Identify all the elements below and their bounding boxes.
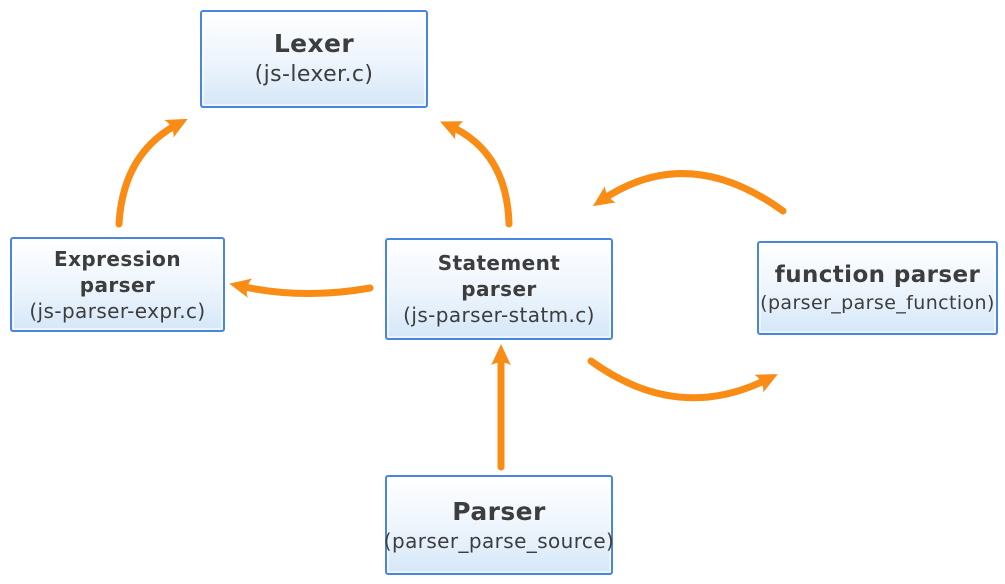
edge-statement-parser-to-lexer <box>440 121 513 228</box>
node-statement-parser-title-line2: parser <box>461 277 537 301</box>
edge-statement-parser-to-function-parser <box>587 357 778 402</box>
node-function-parser-title: function parser <box>774 261 981 288</box>
node-lexer-subtitle: (js-lexer.c) <box>254 61 374 87</box>
node-parser: Parser (parser_parse_source) <box>383 475 615 575</box>
node-expression-parser-subtitle: (js-parser-expr.c) <box>29 298 206 323</box>
edge-statement-parser-to-expression-parser <box>229 278 374 299</box>
node-statement-parser: Statement parser (js-parser-statm.c) <box>385 238 613 340</box>
node-statement-parser-title-line1: Statement <box>437 251 561 275</box>
node-parser-title: Parser <box>452 496 546 526</box>
node-function-parser-subtitle: (parser_parse_function) <box>760 291 995 314</box>
node-expression-parser-title-line1: Expression <box>54 246 181 271</box>
node-lexer: Lexer (js-lexer.c) <box>200 10 428 108</box>
node-expression-parser-title-line2: parser <box>79 272 156 297</box>
node-parser-subtitle: (parser_parse_source) <box>383 529 615 554</box>
edge-expression-parser-to-lexer <box>115 118 188 228</box>
node-statement-parser-subtitle: (js-parser-statm.c) <box>403 303 595 327</box>
node-function-parser: function parser (parser_parse_function) <box>757 241 998 335</box>
node-expression-parser: Expression parser (js-parser-expr.c) <box>10 237 225 332</box>
node-lexer-title: Lexer <box>273 29 355 59</box>
edge-function-parser-to-statement-parser <box>592 170 787 215</box>
